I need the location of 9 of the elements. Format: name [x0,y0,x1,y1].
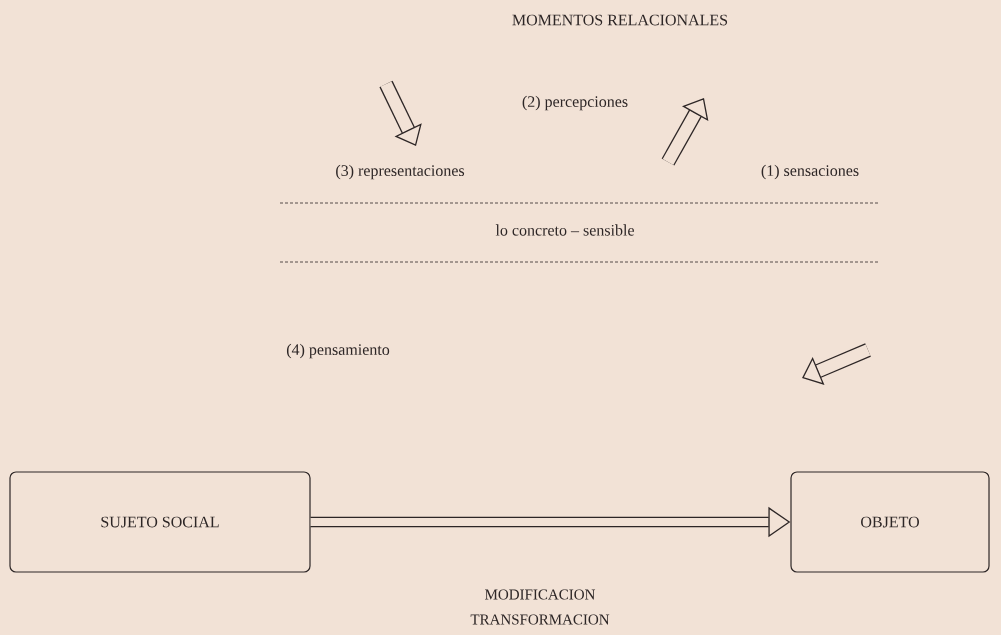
rounded-box: OBJETO [790,471,990,573]
band-label: lo concreto – sensible [495,224,634,236]
rounded-box: SUJETO SOCIAL [9,471,311,573]
edge-label: MODIFICACION TRANSFORMACION [470,589,610,625]
heading: MOMENTOS RELACIONALES [512,14,728,26]
stage-label: (4) pensamiento [286,343,390,359]
stage-label: (3) representaciones [336,164,465,180]
stage-label: (2) percepciones [522,95,628,111]
stage-label: (1) sensaciones [761,164,859,180]
